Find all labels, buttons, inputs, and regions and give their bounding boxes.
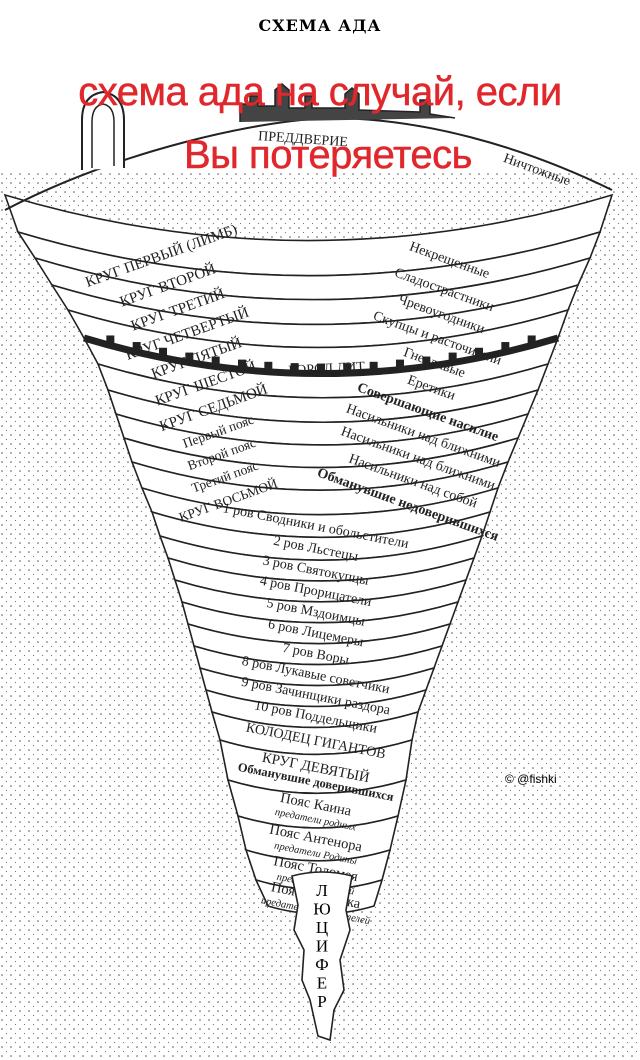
lucifer-pit (291, 871, 353, 1042)
wall-tower-icon (211, 356, 220, 366)
wall-tower-icon (132, 342, 141, 352)
city-wall-dis: ГОРОД ДИТ (82, 334, 560, 379)
earth-surface (4, 83, 613, 211)
lucifer-letter: Е (317, 974, 327, 993)
wall-tower-icon (290, 363, 299, 373)
lucifer-letter: Ц (316, 918, 328, 937)
wall-tower-icon (475, 347, 483, 357)
lucifer-letter: Ф (315, 955, 328, 974)
watermark: © @fishki (505, 772, 557, 786)
wall-tower-icon (396, 359, 404, 369)
wall-tower-icon (317, 363, 325, 373)
wall-tower-icon (527, 335, 536, 345)
lucifer-letter: Р (317, 992, 326, 1011)
wall-tower-icon (448, 352, 457, 362)
wall-tower-icon (185, 352, 194, 362)
wall-tower-icon (106, 335, 115, 345)
wall-tower-icon (369, 361, 378, 371)
lucifer-letter: Ю (313, 900, 330, 919)
caption-line-1: схема ада на случай, если (78, 70, 562, 115)
city-wall-label: ГОРОД ДИТ (288, 360, 366, 379)
wall-tower-icon (264, 361, 273, 371)
vestibule-label: ПРЕДДВЕРИЕ (258, 129, 349, 150)
wall-tower-icon (238, 359, 246, 369)
wall-tower-icon (343, 363, 352, 373)
wall-tower-icon (501, 342, 510, 352)
city-skyline-icon (239, 83, 456, 122)
city-wall-line (82, 334, 560, 377)
wall-tower-icon (422, 356, 431, 366)
caption-line-2: Вы потеряетесь (183, 133, 473, 178)
wall-tower-icon (159, 347, 167, 357)
lucifer-letter: Л (316, 881, 328, 900)
diagram-title: СХЕМА АДА (258, 16, 382, 35)
gate-arch-icon (81, 90, 125, 170)
lucifer-letter: И (316, 937, 328, 956)
